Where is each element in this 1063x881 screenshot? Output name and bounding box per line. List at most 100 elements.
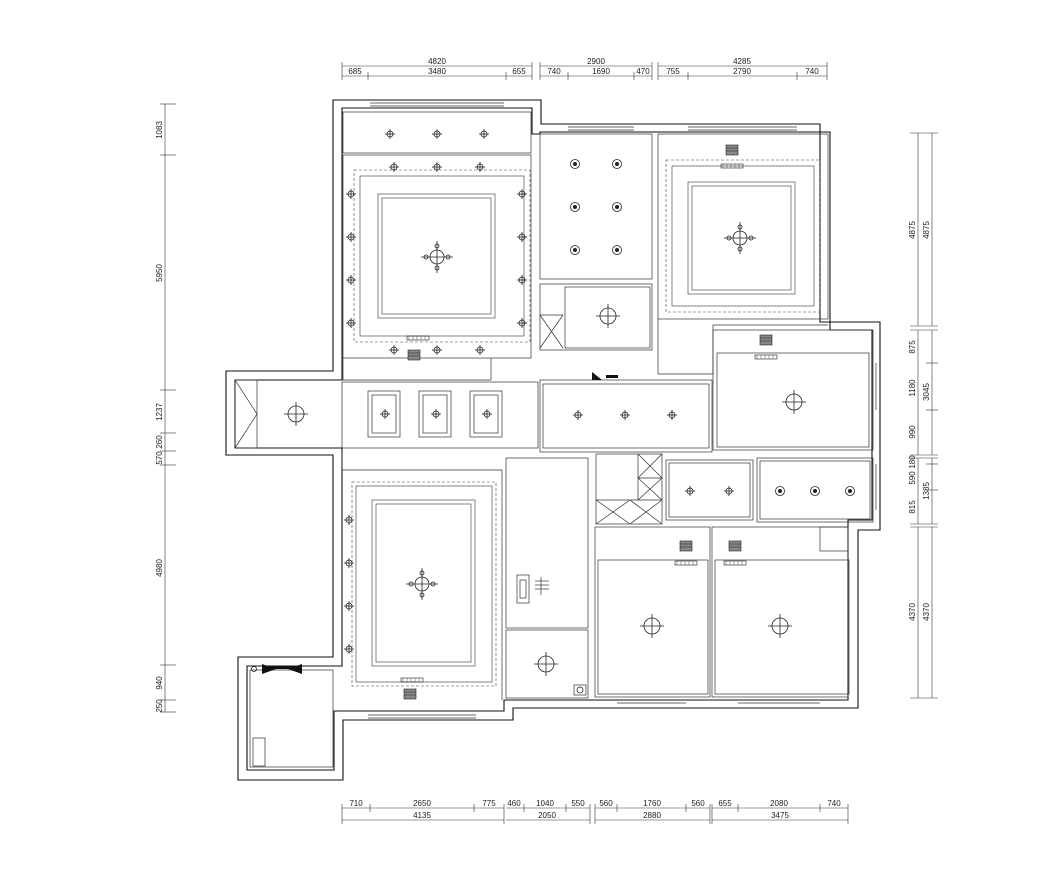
dim-top-part: 1690 — [592, 67, 610, 76]
dimension-text-right: 4875 3045 1385 4370 4875 875 1180 990 18… — [908, 221, 931, 621]
air-vent-icon — [403, 688, 417, 700]
dim-bottom-part: 740 — [827, 799, 841, 808]
dim-bottom-part: 460 — [507, 799, 521, 808]
spotlight-icon — [474, 344, 486, 356]
dim-right-inner: 815 — [908, 500, 917, 514]
ceiling-light-icon — [405, 567, 439, 601]
ceiling-light-icon — [595, 303, 621, 329]
spotlight-icon — [343, 600, 355, 612]
dimension-text-left: 1083 5950 1237 570 260 4980 940 250 — [155, 121, 164, 713]
downlight-icon — [845, 486, 855, 496]
spotlight-icon — [384, 128, 396, 140]
dim-right-inner: 4370 — [922, 603, 931, 621]
dim-bottom-part: 2650 — [413, 799, 431, 808]
dim-bottom-part: 1760 — [643, 799, 661, 808]
downlight-icon — [612, 245, 622, 255]
interior-walls — [234, 111, 874, 768]
dim-left: 1237 — [155, 403, 164, 421]
dim-top-total-3: 4285 — [733, 57, 751, 66]
spotlight-icon — [666, 409, 678, 421]
dim-right-outer: 1385 — [922, 482, 931, 500]
dim-right-outer: 4370 — [908, 603, 917, 621]
downlight-icon — [570, 245, 580, 255]
exhaust-fan-icon — [406, 335, 430, 341]
dim-bottom-part: 560 — [691, 799, 705, 808]
dim-top-part: 2790 — [733, 67, 751, 76]
dim-right-inner: 4875 — [922, 221, 931, 239]
dim-right-inner: 875 — [908, 340, 917, 354]
misc-fixtures — [251, 372, 618, 696]
dim-top-part: 685 — [348, 67, 362, 76]
spotlight-icon — [345, 188, 357, 200]
downlight-icon — [570, 159, 580, 169]
dim-top-part: 755 — [666, 67, 680, 76]
dim-bottom-total-4: 3475 — [771, 811, 789, 820]
dim-right-inner: 990 — [908, 425, 917, 439]
spotlight-icon — [388, 344, 400, 356]
spotlight-icon — [343, 643, 355, 655]
spotlight-icon — [478, 128, 490, 140]
spotlight-icon — [345, 317, 357, 329]
downlight-icon — [612, 159, 622, 169]
air-vent-icon — [407, 349, 421, 361]
ceiling-light-icon — [639, 613, 665, 639]
dim-bottom-part: 2080 — [770, 799, 788, 808]
spotlight-icon — [516, 231, 528, 243]
spotlight-icon — [572, 409, 584, 421]
dim-left: 260 — [155, 435, 164, 449]
dim-right-outer: 4875 — [908, 221, 917, 239]
spotlight-icon — [431, 128, 443, 140]
dim-left: 4980 — [155, 559, 164, 577]
dim-top-total-1: 4820 — [428, 57, 446, 66]
ceiling-light-icon — [723, 221, 757, 255]
dim-bottom-part: 655 — [718, 799, 732, 808]
ceiling-light-icon — [781, 389, 807, 415]
downlight-icon — [570, 202, 580, 212]
dim-bottom-part: 775 — [482, 799, 496, 808]
spotlight-icon — [388, 161, 400, 173]
exhaust-fan-icon — [674, 560, 698, 566]
air-vent-icon — [679, 540, 693, 552]
dim-bottom-part: 550 — [571, 799, 585, 808]
dim-right-outer: 3045 — [922, 383, 931, 401]
dim-top-total-2: 2900 — [587, 57, 605, 66]
dim-top-part: 740 — [547, 67, 561, 76]
spotlight-icon — [516, 317, 528, 329]
spotlight-icon — [379, 408, 391, 420]
dim-right-inner: 1180 — [908, 379, 917, 397]
spotlight-icon — [343, 514, 355, 526]
ceiling-light-icon — [420, 240, 454, 274]
room-top-left-strip — [342, 111, 532, 154]
light-fixtures — [283, 128, 855, 700]
ceiling-light-icon — [533, 651, 559, 677]
air-vent-icon — [725, 144, 739, 156]
spotlight-icon — [619, 409, 631, 421]
dim-bottom-part: 560 — [599, 799, 613, 808]
exterior-walls — [225, 99, 881, 781]
ceiling-light-icon — [767, 613, 793, 639]
dim-right-inner: 590 — [908, 471, 917, 485]
spotlight-icon — [481, 408, 493, 420]
spotlight-icon — [345, 274, 357, 286]
dim-left: 250 — [155, 699, 164, 713]
dim-bottom-part: 1040 — [536, 799, 554, 808]
exhaust-fan-icon — [723, 560, 747, 566]
dimension-text-top: 4820 2900 4285 685 3480 655 740 1690 470… — [348, 57, 819, 76]
air-vent-icon — [728, 540, 742, 552]
dim-top-part: 655 — [512, 67, 526, 76]
downlight-icon — [612, 202, 622, 212]
dim-bottom-total-2: 2050 — [538, 811, 556, 820]
air-vent-icon — [759, 334, 773, 346]
downlight-icon — [810, 486, 820, 496]
dim-right-inner: 180 — [908, 455, 917, 469]
dim-left: 1083 — [155, 121, 164, 139]
exhaust-fan-icon — [400, 677, 424, 683]
spotlight-icon — [431, 344, 443, 356]
spotlight-icon — [345, 231, 357, 243]
ceiling-light-icon — [283, 401, 309, 427]
dim-top-part: 470 — [636, 67, 650, 76]
spotlight-icon — [516, 274, 528, 286]
dim-left: 5950 — [155, 264, 164, 282]
exhaust-fan-icon — [754, 354, 778, 360]
spotlight-icon — [430, 408, 442, 420]
